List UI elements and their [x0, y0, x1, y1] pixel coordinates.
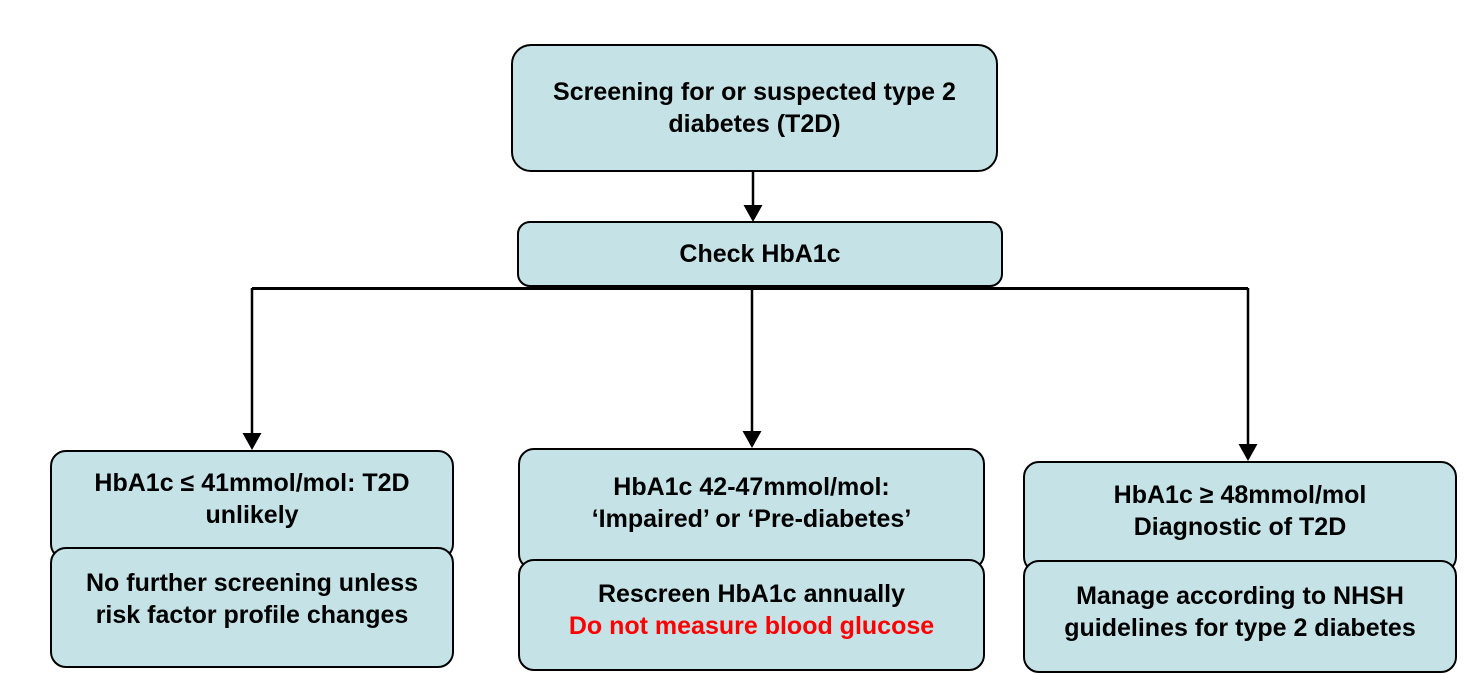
node-action-manage-nhsh-guidelines: Manage according to NHSH guidelines for …: [1023, 560, 1457, 673]
node-result-t2d-unlikely-line2: unlikely: [205, 501, 299, 529]
node-action-rescreen-annually: Rescreen HbA1c annually Do not measure b…: [518, 559, 985, 671]
node-result-prediabetes-line2: ‘Impaired’ or ‘Pre-diabetes’: [591, 505, 912, 533]
node-screening-start: Screening for or suspected type 2 diabet…: [511, 44, 998, 172]
node-action-warning-no-blood-glucose: Do not measure blood glucose: [568, 612, 935, 640]
node-result-diagnostic-t2d-line1: HbA1c ≥ 48mmol/mol: [1113, 481, 1367, 509]
node-action-rescreen-annually-line1: Rescreen HbA1c annually: [597, 580, 906, 608]
node-result-diagnostic-t2d-line2: Diagnostic of T2D: [1133, 513, 1347, 541]
node-action-no-further-screening-line2: risk factor profile changes: [95, 600, 409, 629]
node-action-manage-nhsh-guidelines-line2: guidelines for type 2 diabetes: [1064, 613, 1416, 642]
node-result-prediabetes-line1: HbA1c 42-47mmol/mol:: [613, 473, 890, 501]
arrow-check-to-mid-head: [742, 431, 762, 448]
node-result-t2d-unlikely: HbA1c ≤ 41mmol/mol: T2D unlikely: [50, 450, 454, 560]
node-check-hba1c: Check HbA1c: [517, 221, 1003, 287]
node-screening-start-line2: diabetes (T2D): [668, 110, 841, 138]
node-action-no-further-screening: No further screening unless risk factor …: [50, 547, 454, 668]
node-result-prediabetes: HbA1c 42-47mmol/mol: ‘Impaired’ or ‘Pre-…: [518, 448, 985, 570]
node-result-t2d-unlikely-line1: HbA1c ≤ 41mmol/mol: T2D: [94, 469, 410, 497]
arrow-check-to-left-head: [242, 433, 262, 450]
arrow-start-to-check-head: [743, 205, 763, 222]
node-check-hba1c-label: Check HbA1c: [679, 240, 841, 268]
node-result-diagnostic-t2d: HbA1c ≥ 48mmol/mol Diagnostic of T2D: [1023, 461, 1457, 573]
node-action-no-further-screening-line1: No further screening unless: [85, 568, 419, 597]
node-screening-start-line1: Screening for or suspected type 2: [553, 78, 956, 106]
arrow-check-to-right-head: [1238, 444, 1258, 461]
node-action-manage-nhsh-guidelines-line1: Manage according to NHSH: [1076, 581, 1404, 610]
